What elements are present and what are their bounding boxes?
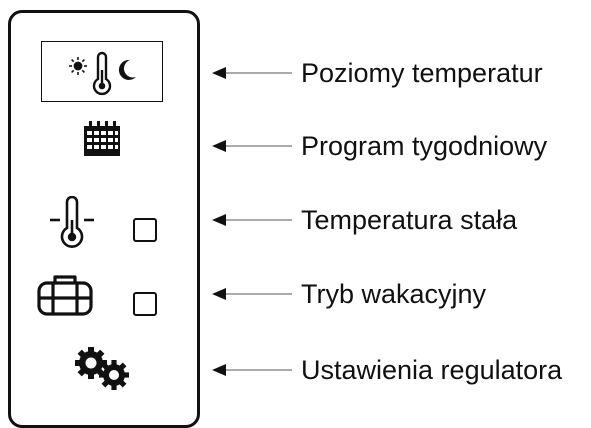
label-weekly-program: Program tygodniowy bbox=[301, 131, 548, 161]
menu-item-temperature-levels[interactable] bbox=[41, 41, 163, 102]
label-temperature-levels: Poziomy temperatur bbox=[301, 58, 543, 88]
sun-thermometer-moon-icon bbox=[69, 51, 136, 96]
constant-temperature-checkbox[interactable] bbox=[133, 218, 157, 242]
arrow-pointer-icon bbox=[212, 364, 292, 376]
label-controller-settings: Ustawienia regulatora bbox=[301, 355, 563, 385]
arrow-pointer-icon bbox=[212, 214, 292, 226]
suitcase-icon[interactable] bbox=[37, 274, 93, 316]
thermometer-icon[interactable] bbox=[50, 196, 94, 252]
label-holiday-mode: Tryb wakacyjny bbox=[301, 279, 487, 309]
weekly-calendar-icon[interactable] bbox=[83, 121, 121, 157]
holiday-mode-checkbox[interactable] bbox=[133, 292, 157, 316]
arrow-pointer-icon bbox=[212, 288, 292, 300]
gears-icon[interactable] bbox=[74, 346, 132, 392]
arrow-pointer-icon bbox=[212, 140, 292, 152]
arrow-pointer-icon bbox=[212, 67, 292, 79]
label-constant-temperature: Temperatura stała bbox=[301, 205, 518, 235]
